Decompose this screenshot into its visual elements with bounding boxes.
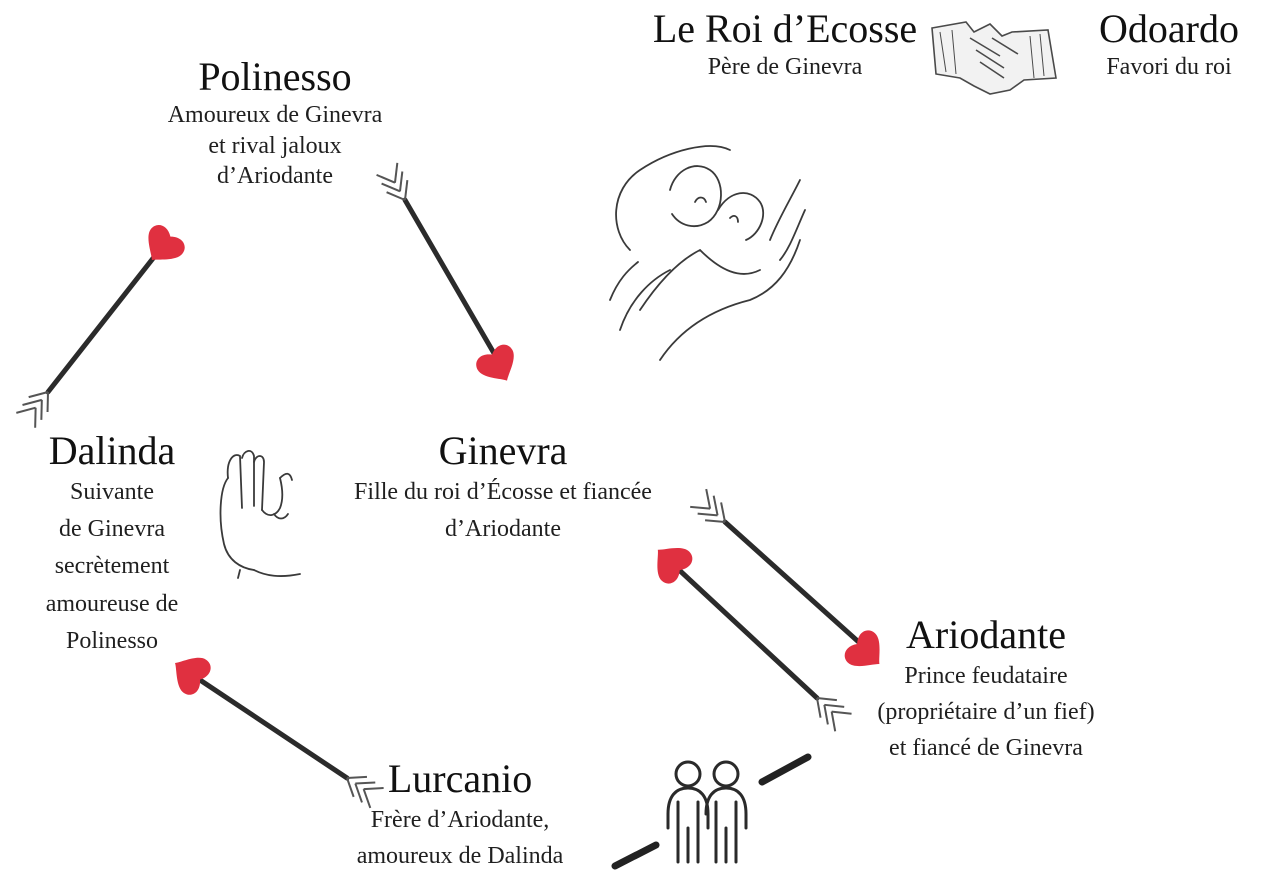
character-role-lurcanio: Frère d’Ariodante, amoureux de Dalinda [300, 802, 620, 874]
whisper-hand-icon [219, 450, 301, 579]
arrow-polinesso-to-ginevra [375, 161, 525, 391]
role-line: amoureux de Dalinda [356, 843, 564, 869]
role-line: Suivante [70, 479, 154, 505]
character-name-roi: Le Roi d’Ecosse [652, 6, 918, 51]
character-name-lurcanio: Lurcanio [387, 756, 533, 801]
role-line: d’Ariodante [217, 163, 333, 190]
node-polinesso: Polinesso Amoureux de Ginevra et rival j… [110, 54, 440, 192]
character-name-ariodante: Ariodante [906, 612, 1066, 657]
role-line: Polinesso [65, 627, 158, 654]
brothers-icon [666, 760, 748, 864]
character-name-ginevra: Ginevra [438, 428, 568, 473]
role-line: amoureuse de [45, 590, 179, 617]
role-line: Frère d’Ariodante, [370, 807, 550, 833]
node-odoardo: Odoardo Favori du roi [1076, 6, 1262, 83]
role-line: Amoureux de Ginevra [167, 102, 383, 128]
arrow-ariodante-to-ginevra [644, 535, 853, 733]
node-ginevra: Ginevra Fille du roi d’Écosse et fiancée… [300, 428, 706, 548]
role-line: et rival jaloux [208, 132, 342, 159]
handshake-icon [931, 21, 1057, 95]
character-role-odoardo: Favori du roi [1106, 54, 1232, 80]
role-line: de Ginevra [59, 516, 165, 543]
character-name-dalinda: Dalinda [48, 428, 176, 473]
role-line: d’Ariodante [445, 516, 561, 543]
character-role-dalinda: Suivante de Ginevra secrètement amoureus… [14, 474, 210, 660]
role-line: et fiancé de Ginevra [889, 735, 1083, 761]
role-line: Prince feudataire [904, 663, 1068, 689]
character-role-polinesso: Amoureux de Ginevra et rival jaloux d’Ar… [110, 100, 440, 192]
node-lurcanio: Lurcanio Frère d’Ariodante, amoureux de … [300, 756, 620, 874]
arrow-ginevra-to-ariodante [689, 488, 893, 679]
character-name-odoardo: Odoardo [1099, 6, 1239, 51]
node-ariodante: Ariodante Prince feudataire (propriétair… [806, 612, 1166, 766]
node-dalinda: Dalinda Suivante de Ginevra secrètement … [14, 428, 210, 660]
character-name-polinesso: Polinesso [198, 54, 352, 99]
whispering-lovers-icon [609, 145, 806, 361]
brothers-link [611, 753, 812, 870]
character-role-ginevra: Fille du roi d’Écosse et fiancée d’Ariod… [300, 474, 706, 548]
role-line: secrètement [54, 553, 170, 580]
role-line: (propriétaire d’un fief) [877, 699, 1095, 725]
arrow-lurcanio-to-dalinda [163, 646, 385, 809]
role-line: Fille du roi d’Écosse et fiancée [354, 479, 652, 505]
character-role-roi: Père de Ginevra [707, 54, 863, 80]
arrow-dalinda-to-polinesso [15, 221, 189, 429]
character-role-ariodante: Prince feudataire (propriétaire d’un fie… [806, 658, 1166, 766]
node-le-roi-decosse: Le Roi d’Ecosse Père de Ginevra [640, 6, 930, 83]
